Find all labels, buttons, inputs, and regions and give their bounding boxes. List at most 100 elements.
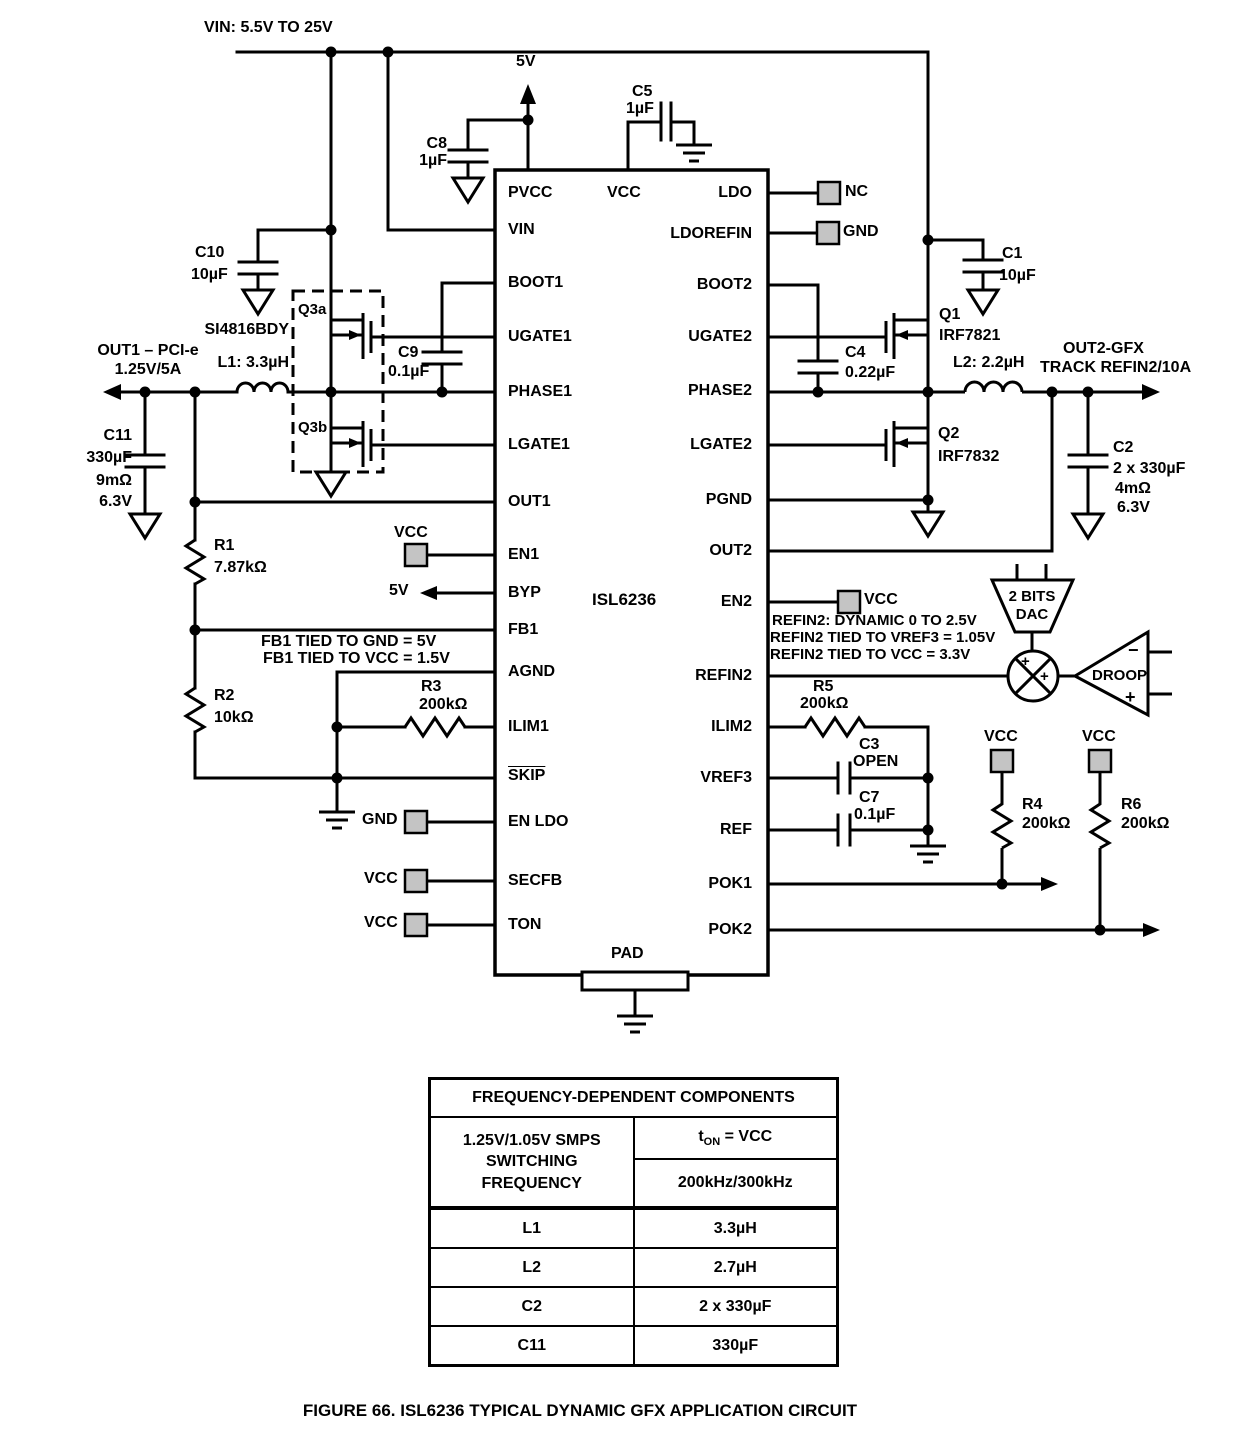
ic-pin-enldo: EN LDO [508,813,569,830]
q2-mosfet [768,421,928,467]
frequency-table: FREQUENCY-DEPENDENT COMPONENTS 1.25V/1.0… [428,1077,839,1367]
q3a-arrow [349,330,361,340]
c3-ref-label: C3 [859,736,880,753]
gnd-triangle-c10 [240,288,276,317]
c4-val-label: 0.22µF [845,364,896,381]
c7-capacitor [766,813,930,847]
refin2-note3-label: REFIN2 TIED TO VCC = 3.3V [770,646,971,663]
ic-pin-vcc: VCC [607,184,641,201]
table-cell: C11 [428,1325,635,1367]
connector-pads [403,180,1113,938]
pin-wires [193,191,1150,932]
r5-ref-label: R5 [813,678,834,695]
byp-5v-label: 5V [389,582,409,599]
ic-pin-ldorefin: LDOREFIN [670,225,752,242]
c10-ref-label: C10 [195,244,225,261]
c11-volt-label: 6.3V [99,493,132,510]
ic-thermal-pad [580,970,690,992]
c3-capacitor [766,761,930,795]
ground-bars [319,143,946,1034]
vin-rail-label: VIN: 5.5V TO 25V [204,19,333,36]
ic-pin-phase1: PHASE1 [508,383,573,400]
vin-rail-wire [235,50,930,394]
c1-ref-label: C1 [1002,245,1023,262]
ic-pin-boot1: BOOT1 [508,274,564,291]
out1-net-label2: 1.25V/5A [114,361,182,378]
c9-capacitor [421,281,497,394]
ic-pin-pok1: POK1 [708,875,752,892]
gnd-triangle-q3b [313,470,349,499]
c1-val-label: 10µF [999,267,1036,284]
ic-pin-ldo: LDO [718,184,752,201]
ic-pin-ugate2: UGATE2 [688,328,752,345]
ic-name-label: ISL6236 [592,590,657,609]
table-freq-header: 200kHz/300kHz [632,1158,839,1209]
r1-ref-label: R1 [214,537,235,554]
c7-ref-label: C7 [859,789,880,806]
arrow-out1-left [103,384,121,400]
arrow-5v-up [520,84,536,104]
droop-plus-label: + [1125,687,1136,707]
vin-pin-wire [386,50,497,232]
ton-post: = VCC [720,1127,773,1145]
table-col1-line2: SWITCHING [485,1153,578,1171]
gnd-triangle-c1 [965,288,1001,317]
arrow-pok1-right [1041,877,1058,891]
table-cell: 2.7µH [632,1247,839,1288]
q3b-mosfet [331,421,495,467]
ic-pin-lgate1: LGATE1 [508,436,570,453]
r6-vcc-pad [1087,748,1113,774]
table-col1-line3: FREQUENCY [481,1174,582,1192]
table-cell: 2 x 330µF [632,1286,839,1327]
ic-pin-byp: BYP [508,584,541,601]
c4-ref-label: C4 [845,344,866,361]
r6-vcc-label: VCC [1082,728,1116,745]
mixer-plus2-label: + [1040,668,1049,685]
gnd-bars-c5 [676,143,712,163]
out2-net-label1: OUT2-GFX [1063,340,1144,357]
ground-triangles [127,176,1106,541]
ic-pin-secfb: SECFB [508,872,563,889]
q1-ref-label: Q1 [939,306,961,323]
ton-sub: ON [703,1136,721,1149]
droop-minus-label: − [1128,640,1139,660]
r4-val-label: 200kΩ [1022,815,1071,832]
c2-volt-label: 6.3V [1117,499,1150,516]
ic-pin-ilim1: ILIM1 [508,718,549,735]
resistors [183,538,1112,930]
r4-ref-label: R4 [1022,796,1043,813]
r1-resistor [183,538,207,586]
r1-val-label: 7.87kΩ [214,559,267,576]
c5-val-label: 1µF [626,100,654,117]
gnd-bars-skip [319,810,355,830]
ldorefin-gnd-pad [815,220,841,246]
ic-pin-pvcc: PVCC [508,184,553,201]
c11-capacitor [124,390,166,516]
ton-pre: t [698,1127,704,1145]
arrowheads [103,84,1160,937]
ic-pin-ilim2: ILIM2 [711,718,752,735]
ic-pin-pgnd: PGND [705,491,752,508]
q1-arrow [896,330,908,340]
ic-pin-vin: VIN [508,221,535,238]
en2-vcc-label: VCC [864,591,898,608]
enldo-gnd-pad [403,809,429,835]
ldo-nc-pad [816,180,842,206]
c11-esr-label: 9mΩ [96,472,132,489]
ic-pin-ugate1: UGATE1 [508,328,572,345]
c2-esr-label: 4mΩ [1115,480,1151,497]
skip-overline: SKIP [508,767,546,784]
q2-part-label: IRF7832 [938,448,1000,465]
l1-ref-label: L1: 3.3µH [217,354,289,371]
l2-ref-label: L2: 2.2µH [953,354,1025,371]
table-cell: C2 [428,1286,635,1327]
table-ton-header: tON = VCC [632,1116,839,1160]
table-cell: 3.3µH [632,1206,839,1249]
r6-resistor [1088,772,1112,930]
ton-vcc-label: VCC [364,914,398,931]
